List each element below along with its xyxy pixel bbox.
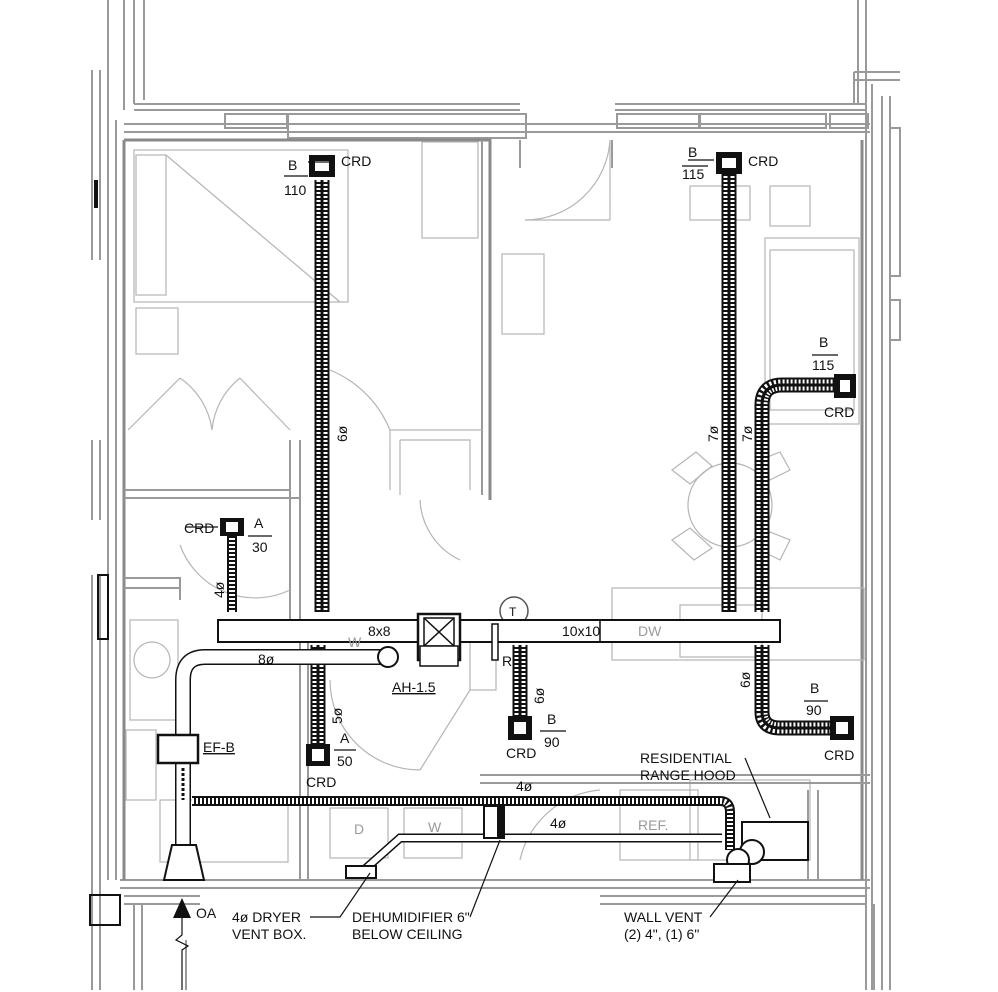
diffuser-tag-label: CRD	[341, 153, 371, 169]
diffuser-type-label: A	[254, 515, 264, 531]
diffuser-b110	[309, 155, 335, 177]
return-grille	[491, 623, 499, 661]
leader-lines	[186, 159, 771, 918]
diffuser-cfm-label: 30	[252, 539, 268, 555]
diffuser-type-label: B	[288, 157, 297, 173]
main-trunk	[217, 619, 781, 643]
diffuser-cfm-label: 115	[682, 166, 705, 182]
return-label: R	[502, 653, 512, 669]
washer-top-label: W	[348, 634, 362, 650]
diffuser-b90-mid	[508, 716, 532, 740]
duct-size-10x10: 10x10	[562, 623, 600, 639]
diffuser-type-label: B	[688, 144, 697, 160]
exhaust-fan-label: EF-B	[203, 739, 235, 755]
diffuser-tag-label: CRD	[824, 747, 854, 763]
duct-size-4-exhaust-top: 4ø	[516, 778, 533, 794]
air-handler-unit	[416, 612, 462, 667]
architecture	[89, 0, 901, 990]
outside-air-label: OA	[196, 905, 217, 921]
diffuser-tag-label: CRD	[506, 745, 536, 761]
diffuser-type-label: B	[810, 680, 819, 696]
dryer-vent-note: VENT BOX.	[232, 926, 306, 942]
flex-duct-7b	[754, 377, 840, 612]
flex-duct-4-exhaust-top	[192, 796, 735, 850]
dehumidifier-note: DEHUMIDIFIER 6"	[352, 909, 470, 925]
wall-vent-note: (2) 4", (1) 6"	[624, 926, 699, 942]
dryer-vent-box	[345, 865, 377, 879]
rigid-duct-8	[175, 646, 399, 845]
diffuser-cfm-label: 50	[337, 753, 353, 769]
duct-size-4-exhaust-bottom: 4ø	[550, 815, 567, 831]
thermostat-label: T	[509, 605, 517, 619]
flex-duct-6-right	[754, 645, 838, 736]
labels: B 110 CRD B 115 CRD B 115 CRD A 30 CRD A…	[184, 144, 854, 942]
duct-size-8: 8ø	[258, 651, 275, 667]
duct-size-6-bedroom: 6ø	[334, 425, 350, 442]
dehumidifier-note: BELOW CEILING	[352, 926, 462, 942]
dryer-label: D	[354, 821, 364, 837]
wall-vent-cluster	[713, 839, 765, 883]
ductwork	[156, 152, 856, 990]
diffuser-cfm-label: 115	[812, 357, 835, 373]
air-handler-label: AH-1.5	[392, 679, 436, 695]
range-hood-note: RANGE HOOD	[640, 767, 736, 783]
diffuser-a50	[306, 744, 330, 766]
oa-arrow	[173, 898, 191, 918]
duct-size-7b: 7ø	[739, 425, 755, 442]
wall-vent-note: WALL VENT	[624, 909, 703, 925]
exhaust-fan-ef-b	[156, 733, 200, 765]
duct-size-4-left: 4ø	[211, 581, 227, 598]
washer-label: W	[428, 819, 442, 835]
diffuser-tag-label: CRD	[824, 404, 854, 420]
oa-hood	[162, 844, 206, 881]
diffuser-cfm-label: 90	[544, 734, 560, 750]
duct-size-7a: 7ø	[705, 425, 721, 442]
duct-size-6-right: 6ø	[737, 671, 753, 688]
diffuser-type-label: B	[819, 334, 828, 350]
diffuser-b115-right	[834, 374, 856, 398]
duct-size-8x8: 8x8	[368, 623, 391, 639]
diffuser-cfm-label: 110	[284, 182, 307, 198]
range-hood-note: RESIDENTIAL	[640, 750, 732, 766]
duct-size-6-return: 6ø	[531, 687, 547, 704]
rigid-duct-4-lower	[361, 833, 722, 874]
diffuser-tag-label: CRD	[748, 153, 778, 169]
diffuser-type-label: B	[547, 711, 556, 727]
diffuser-tag-label: CRD	[306, 774, 336, 790]
duct-size-5: 5ø	[329, 707, 345, 724]
diffuser-tag-label: CRD	[184, 520, 214, 536]
dryer-vent-note: 4ø DRYER	[232, 909, 301, 925]
refrigerator-label: REF.	[638, 817, 668, 833]
diffuser-cfm-label: 90	[806, 702, 822, 718]
dishwasher-label: DW	[638, 623, 662, 639]
diffuser-type-label: A	[340, 730, 350, 746]
diffuser-b115-top	[716, 152, 742, 174]
diffuser-b90-right	[830, 716, 854, 740]
diffuser-a30	[220, 518, 244, 536]
